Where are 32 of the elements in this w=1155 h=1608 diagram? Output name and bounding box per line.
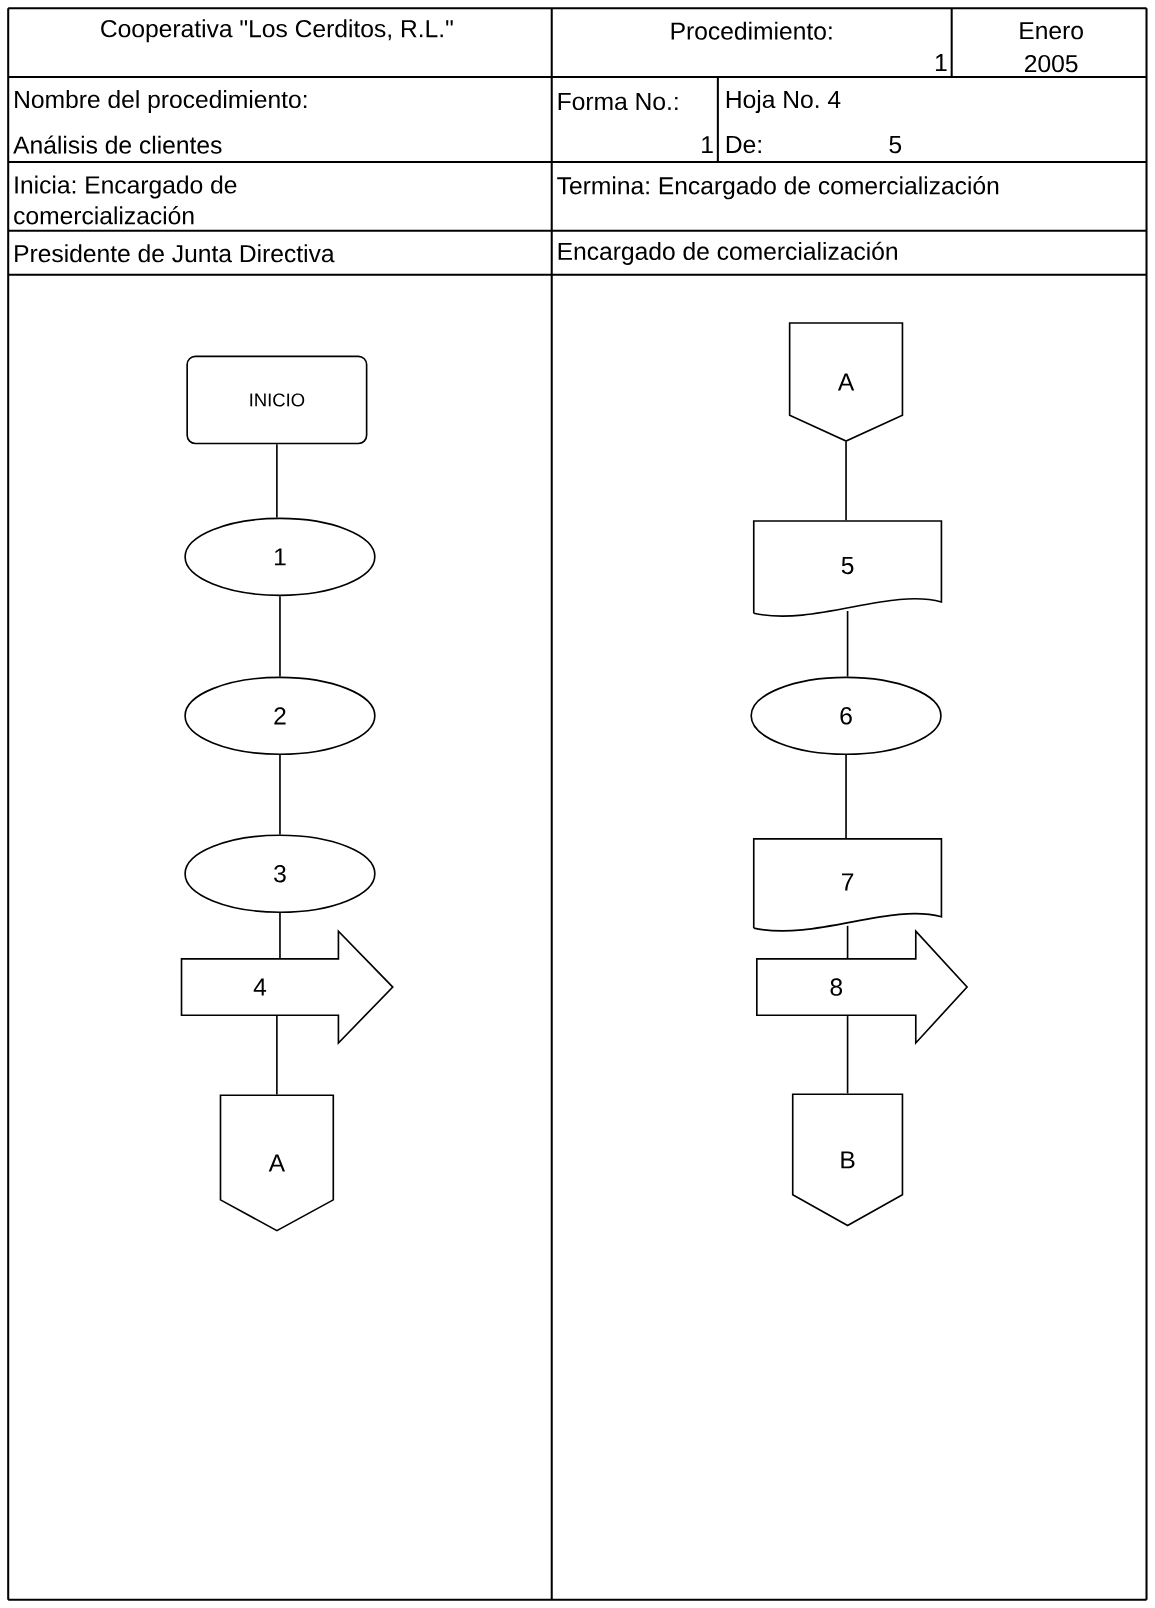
off-page-connector: B [792,1093,904,1227]
connector-line [846,925,849,959]
table-cell-text: Nombre del procedimiento: [15,90,307,113]
table-cell-text: Hoja No. 4 [727,90,841,113]
table-cell-text: 5 [889,136,902,154]
table-cell-text: 1 [702,136,713,154]
table-cell-text: Análisis de clientes [13,135,222,154]
table-cell-text: Procedimiento: [671,21,832,40]
table-cell-text: Enero [1020,22,1084,40]
table-cell-text: 1 [936,54,947,72]
table-cell-text: Inicia: Encargado de comercialización [14,175,237,225]
connector-line [279,912,281,959]
connector-line [276,443,278,519]
table-cell-text: Forma No.: [558,92,678,111]
connector-line [846,1015,849,1095]
table-cell-text: Presidente de Junta Directiva [15,244,335,263]
table-cell-text: Cooperativa "Los Cerditos, R.L." [101,19,453,43]
off-page-connector: A [219,1094,335,1232]
connector-line [279,595,281,678]
table-cell-text: Termina: Encargado de comercialización [557,176,999,200]
connector-line [279,754,281,836]
table-cell-text: Encargado de comercialización [558,241,898,265]
terminal-box: INICIO [186,355,368,445]
connector-line [845,441,847,521]
table-cell-text: 2005 [1025,54,1078,73]
off-page-connector: A [788,322,904,442]
connector-line [846,610,849,678]
table-cell-text: De: [727,136,762,154]
document-shape: 7 [753,838,943,932]
connector-line [845,754,847,839]
connector-line [276,1015,278,1096]
document-shape: 5 [753,520,943,617]
